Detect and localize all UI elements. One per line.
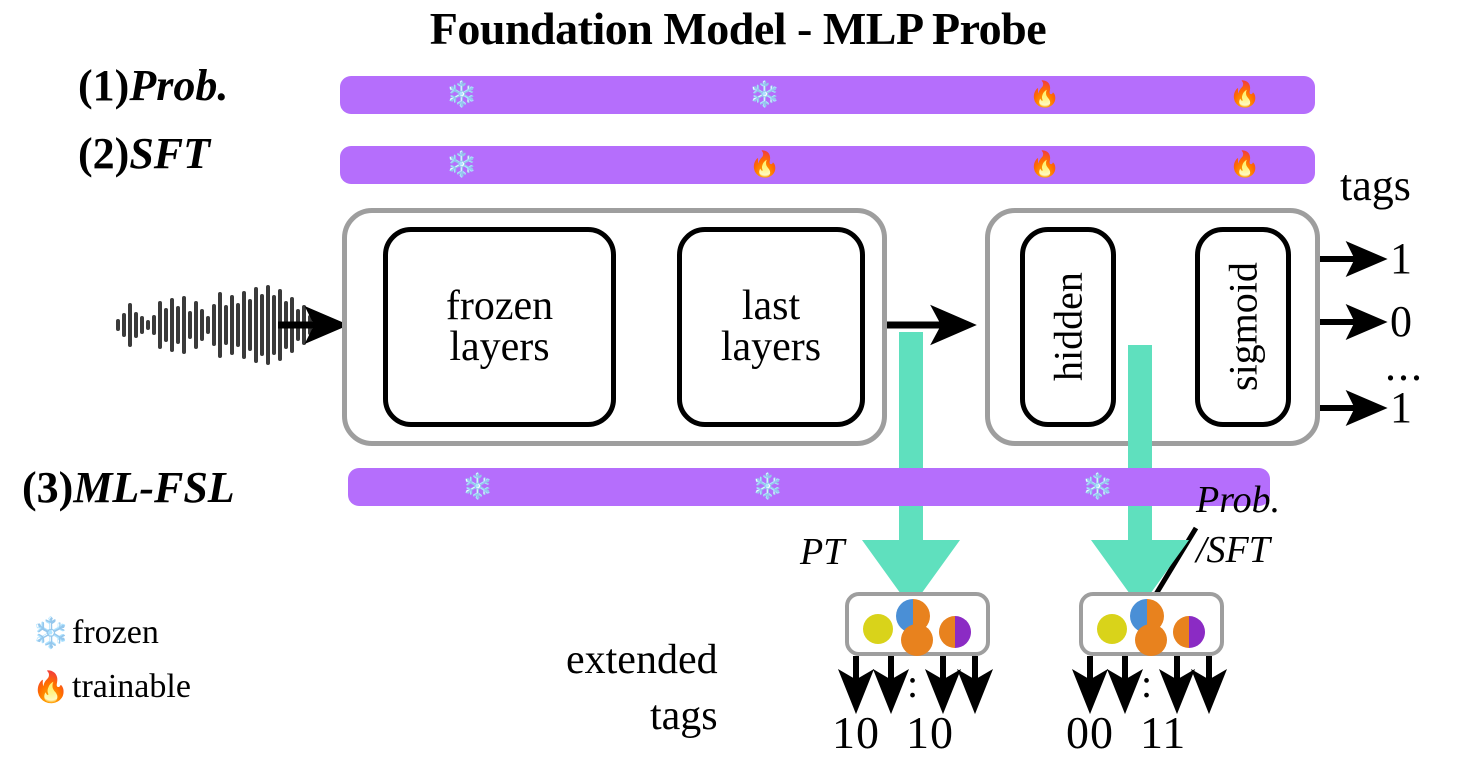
snowflake-icon: ❄️ xyxy=(462,473,494,501)
digit: 0 xyxy=(856,707,880,758)
extended-tags-label-line1: extended xyxy=(566,637,718,683)
row-name-3: ML-FSL xyxy=(73,463,235,512)
legend-label-frozen: frozen xyxy=(72,614,159,651)
block-last-layers-line1: last xyxy=(741,282,801,329)
tags-ellipsis: ... xyxy=(1385,341,1424,390)
digit: 1 xyxy=(1162,707,1187,758)
arrow-input-to-backbone xyxy=(278,306,349,344)
row-label-prob: (1)Prob. xyxy=(78,60,228,111)
row-index-2: (2) xyxy=(78,129,130,178)
row-bar-sft: ❄️ 🔥 🔥 🔥 xyxy=(340,146,1315,184)
row-bar-prob: ❄️ ❄️ 🔥 🔥 xyxy=(340,76,1315,114)
arrow-tag-2 xyxy=(1320,304,1388,340)
snowflake-icon: ❄️ xyxy=(32,616,70,650)
snowflake-icon: ❄️ xyxy=(749,81,781,109)
legend-row-trainable: 🔥 trainable xyxy=(30,668,191,706)
orange-dot xyxy=(1135,624,1167,656)
yellow-dot xyxy=(1097,614,1127,644)
digit: 0 xyxy=(1090,707,1114,758)
fire-icon: 🔥 xyxy=(32,670,70,704)
digit: 0 xyxy=(1066,707,1090,758)
tags-label: tags xyxy=(1340,161,1411,210)
block-hidden: hidden xyxy=(1020,227,1116,427)
digit: 0 xyxy=(930,707,954,758)
row-name-1: Prob. xyxy=(129,61,229,110)
arrow-backbone-to-probe xyxy=(882,304,977,346)
orange-purple-dot xyxy=(939,616,971,648)
snowflake-icon: ❄️ xyxy=(1082,473,1114,501)
tag-value-3: 1 xyxy=(1390,383,1412,432)
row-index-3: (3) xyxy=(22,463,74,512)
teal-tap-pt xyxy=(899,332,923,547)
blue-orange-dot xyxy=(896,599,930,633)
digit: 1 xyxy=(906,707,930,758)
teal-tap-prob-sft xyxy=(1128,345,1152,547)
callout-sft-line2: /SFT xyxy=(1196,529,1270,571)
orange-purple-dot xyxy=(1173,616,1205,648)
digit: 1 xyxy=(832,707,856,758)
arrow-tag-1 xyxy=(1320,241,1388,277)
extended-ellipsis-right: : xyxy=(1141,661,1155,706)
audio-waveform-icon xyxy=(116,285,318,365)
block-last-layers-line2: layers xyxy=(720,324,822,370)
legend-row-frozen: ❄️ frozen xyxy=(30,614,159,652)
block-last-layers: last layers xyxy=(677,227,865,427)
block-frozen-layers-line2: layers xyxy=(449,324,550,370)
legend-label-trainable: trainable xyxy=(72,668,191,705)
extended-tag-box-prob-sft xyxy=(1079,592,1224,656)
orange-dot xyxy=(901,624,933,656)
callout-prob-line1: Prob. xyxy=(1196,479,1281,521)
row-label-sft: (2)SFT xyxy=(78,128,210,179)
block-frozen-layers: frozen layers xyxy=(383,227,616,427)
extended-tag-box-pt xyxy=(845,592,990,656)
block-frozen-layers-line1: frozen xyxy=(445,282,554,329)
row-label-mlfsl: (3)ML-FSL xyxy=(22,462,235,513)
block-sigmoid: sigmoid xyxy=(1195,227,1291,427)
row-bar-mlfsl: ❄️ ❄️ ❄️ xyxy=(348,468,1270,506)
arrow-tag-3 xyxy=(1320,390,1388,426)
fire-icon: 🔥 xyxy=(1029,81,1061,109)
callout-pt: PT xyxy=(800,531,845,573)
snowflake-icon: ❄️ xyxy=(446,81,478,109)
fire-icon: 🔥 xyxy=(749,151,781,179)
fire-icon: 🔥 xyxy=(1229,151,1261,179)
digit: 1 xyxy=(1140,707,1163,758)
tag-value-2: 0 xyxy=(1390,297,1412,346)
yellow-dot xyxy=(863,614,893,644)
snowflake-icon: ❄️ xyxy=(446,151,478,179)
extended-tags-label-line2: tags xyxy=(650,693,718,739)
tag-value-1: 1 xyxy=(1390,234,1412,283)
extended-ellipsis-left: : xyxy=(907,661,921,706)
row-name-2: SFT xyxy=(129,129,211,178)
snowflake-icon: ❄️ xyxy=(752,473,784,501)
fire-icon: 🔥 xyxy=(1029,151,1061,179)
page-title: Foundation Model - MLP Probe xyxy=(429,3,1047,54)
fire-icon: 🔥 xyxy=(1229,81,1261,109)
row-index-1: (1) xyxy=(78,61,130,110)
